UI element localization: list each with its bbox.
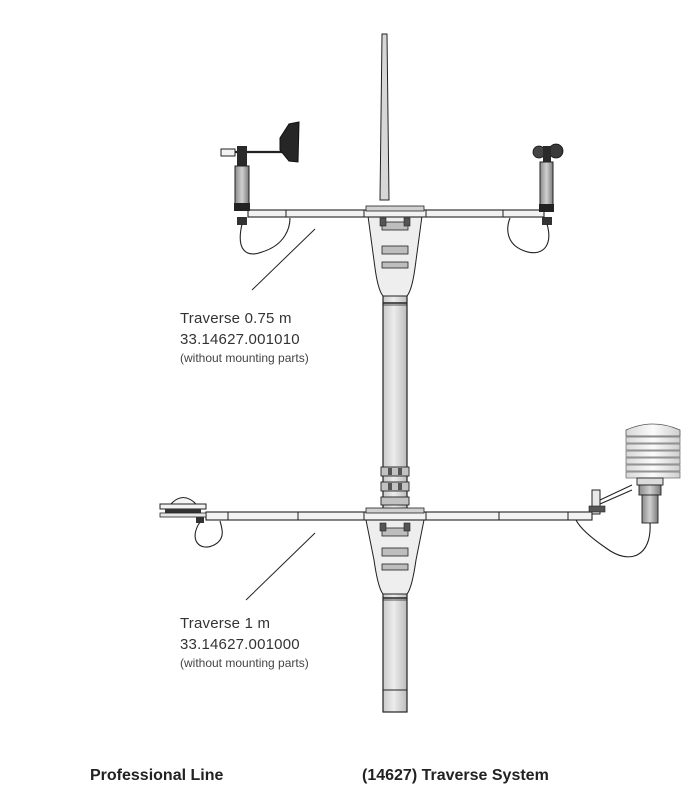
upper-traverse-callout: Traverse 0.75 m 33.14627.001010 (without…: [180, 309, 309, 366]
upper-traverse-name: Traverse 0.75 m: [180, 310, 292, 327]
pyranometer-sensor: [159, 497, 223, 548]
lower-traverse-arm: [205, 507, 593, 521]
radiation-shield-plates: [625, 423, 681, 479]
upper-pole-clamp: [367, 215, 423, 297]
lower-pole-clamp: [365, 519, 425, 595]
footer-product-line: Professional Line: [90, 767, 224, 784]
lower-traverse-callout: Traverse 1 m 33.14627.001000 (without mo…: [180, 614, 309, 671]
wind-vane-sensor: [220, 121, 300, 255]
lightning-rod: [379, 33, 390, 201]
lower-traverse-code: 33.14627.001000: [180, 636, 300, 653]
footer-system-title: (14627) Traverse System: [362, 767, 549, 784]
lower-traverse-leader-line: [245, 532, 316, 601]
upper-traverse-arm: [247, 205, 545, 218]
upper-traverse-note: (without mounting parts): [180, 351, 309, 365]
lower-traverse-note: (without mounting parts): [180, 656, 309, 670]
radiation-shield-sensor: [575, 423, 681, 558]
upper-traverse-code: 33.14627.001010: [180, 331, 300, 348]
upper-traverse-leader-line: [251, 228, 316, 291]
middle-pole-clamp: [380, 466, 410, 506]
cup-anemometer-sensor: [507, 143, 564, 254]
lower-traverse-name: Traverse 1 m: [180, 615, 271, 632]
